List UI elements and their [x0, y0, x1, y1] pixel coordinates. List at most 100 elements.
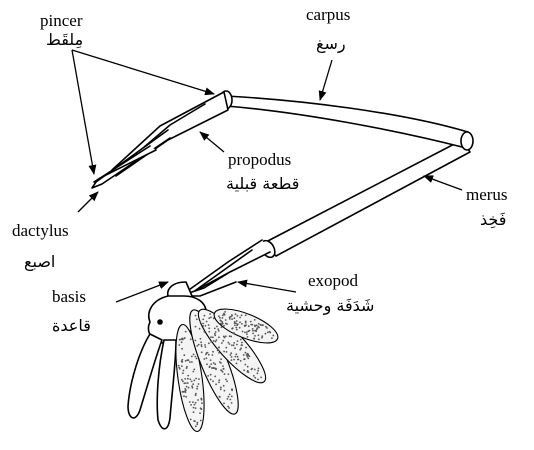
stipple-dot — [189, 378, 191, 380]
label-propodus-arabic: قطعة قبلية — [226, 176, 299, 192]
stipple-dot — [222, 371, 224, 373]
stipple-dot — [205, 346, 207, 348]
stipple-dot — [214, 376, 216, 378]
stipple-dot — [183, 370, 185, 372]
stipple-dot — [220, 319, 222, 321]
stipple-dot — [206, 352, 208, 354]
stipple-dot — [236, 363, 238, 365]
stipple-dot — [192, 371, 194, 373]
stipple-dot — [231, 396, 233, 398]
stipple-dot — [200, 338, 202, 340]
stipple-dot — [205, 325, 207, 327]
stipple-dot — [223, 325, 225, 327]
stipple-dot — [221, 342, 223, 344]
stipple-dot — [248, 325, 250, 327]
stipple-dot — [227, 398, 229, 400]
stipple-dot — [194, 420, 196, 422]
stipple-dot — [237, 315, 239, 317]
carpus-segment — [226, 96, 468, 148]
stipple-dot — [214, 363, 216, 365]
stipple-dot — [258, 323, 260, 325]
stipple-dot — [224, 373, 226, 375]
arrow-propodus — [200, 132, 224, 152]
stipple-dot — [207, 375, 209, 377]
stipple-dot — [198, 383, 200, 385]
stipple-dot — [199, 412, 201, 414]
stipple-dot — [228, 407, 230, 409]
stipple-dot — [210, 336, 212, 338]
stipple-dot — [182, 380, 184, 382]
stipple-dot — [247, 366, 249, 368]
stipple-dot — [200, 398, 202, 400]
stipple-dot — [203, 358, 205, 360]
stipple-dot — [185, 391, 187, 393]
stipple-dot — [219, 317, 221, 319]
stipple-dot — [231, 359, 233, 361]
stipple-dot — [252, 328, 254, 330]
stipple-dot — [236, 329, 238, 331]
stipple-dot — [202, 325, 204, 327]
stipple-dot — [225, 323, 227, 325]
stipple-dot — [218, 336, 220, 338]
stipple-dot — [181, 379, 183, 381]
stipple-dot — [210, 341, 212, 343]
stipple-dot — [193, 411, 195, 413]
stipple-dot — [206, 321, 208, 323]
stipple-dot — [211, 367, 213, 369]
pincer-finger — [94, 146, 156, 182]
stipple-dot — [218, 315, 220, 317]
stipple-dot — [224, 390, 226, 392]
stipple-dot — [248, 330, 250, 332]
stipple-dot — [234, 347, 236, 349]
stipple-dot — [231, 356, 233, 358]
stipple-dot — [219, 361, 221, 363]
stipple-dot — [212, 354, 214, 356]
stipple-dot — [233, 332, 235, 334]
stipple-dot — [233, 342, 235, 344]
stipple-dot — [214, 333, 216, 335]
stipple-dot — [261, 337, 263, 339]
arrow-merus — [424, 176, 462, 190]
stipple-dot — [227, 342, 229, 344]
stipple-dot — [265, 333, 267, 335]
stipple-dot — [215, 383, 217, 385]
stipple-dot — [266, 327, 268, 329]
label-pincer-arabic: مِلقَط — [46, 32, 83, 48]
stipple-dot — [202, 323, 204, 325]
stipple-dot — [245, 321, 247, 323]
stipple-dot — [218, 347, 220, 349]
stipple-dot — [183, 338, 185, 340]
stipple-dot — [244, 364, 246, 366]
stipple-dot — [199, 321, 201, 323]
stipple-dot — [218, 330, 220, 332]
stipple-dot — [222, 317, 224, 319]
stipple-dot — [181, 341, 183, 343]
stipple-dot — [214, 328, 216, 330]
stipple-dot — [260, 377, 262, 379]
stipple-dot — [195, 378, 197, 380]
stipple-dot — [186, 386, 188, 388]
stipple-dot — [220, 388, 222, 390]
stipple-dot — [236, 344, 238, 346]
stipple-dot — [178, 344, 180, 346]
stipple-dot — [196, 345, 198, 347]
stipple-dot — [258, 338, 260, 340]
stipple-dot — [248, 371, 250, 373]
stipple-dot — [269, 331, 271, 333]
label-merus: merus — [466, 186, 508, 203]
arrow-exopod — [238, 282, 296, 292]
stipple-dot — [220, 387, 222, 389]
stipple-dot — [244, 332, 246, 334]
stipple-dot — [195, 425, 197, 427]
stipple-dot — [178, 367, 180, 369]
stipple-dot — [247, 336, 249, 338]
stipple-dot — [257, 372, 259, 374]
stipple-dot — [184, 378, 186, 380]
stipple-dot — [210, 379, 212, 381]
stipple-dot — [187, 375, 189, 377]
stipple-dot — [223, 368, 225, 370]
stipple-dot — [217, 349, 219, 351]
stipple-dot — [222, 315, 224, 317]
stipple-dot — [218, 379, 220, 381]
stipple-dot — [222, 340, 224, 342]
